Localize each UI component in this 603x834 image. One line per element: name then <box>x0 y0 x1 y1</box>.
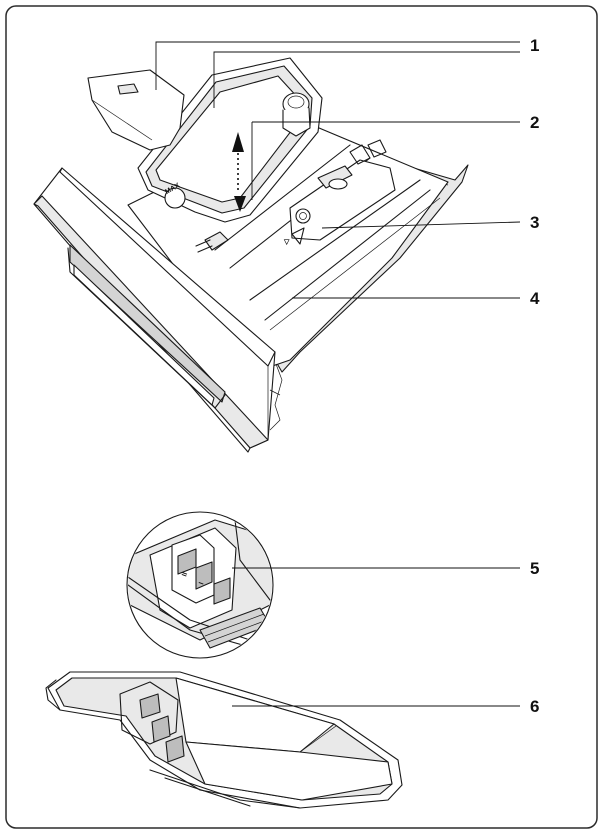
callout-6: 6 <box>232 697 539 716</box>
callout-4-number: 4 <box>530 289 540 308</box>
callout-2: 2 <box>251 113 539 200</box>
callout-6-number: 6 <box>530 697 539 716</box>
detergent-drawer <box>33 119 469 453</box>
callout-1: 1 <box>155 36 539 108</box>
softener-lid <box>87 69 185 151</box>
detail-inset <box>126 511 274 659</box>
callout-1-number: 1 <box>530 36 539 55</box>
callout-5: 5 <box>232 559 539 578</box>
compartment-mark-b: I <box>198 581 205 585</box>
callout-3-number: 3 <box>530 213 539 232</box>
callout-5-number: 5 <box>530 559 539 578</box>
callout-4: 4 <box>292 289 540 308</box>
callout-3: 3 <box>321 213 539 232</box>
callout-2-number: 2 <box>530 113 539 132</box>
compartment-mark-c: ▽ <box>283 239 290 246</box>
softener-insert: MAX <box>137 57 323 223</box>
compartment-mark-a: II <box>181 572 189 578</box>
dispenser-insert <box>45 671 403 809</box>
